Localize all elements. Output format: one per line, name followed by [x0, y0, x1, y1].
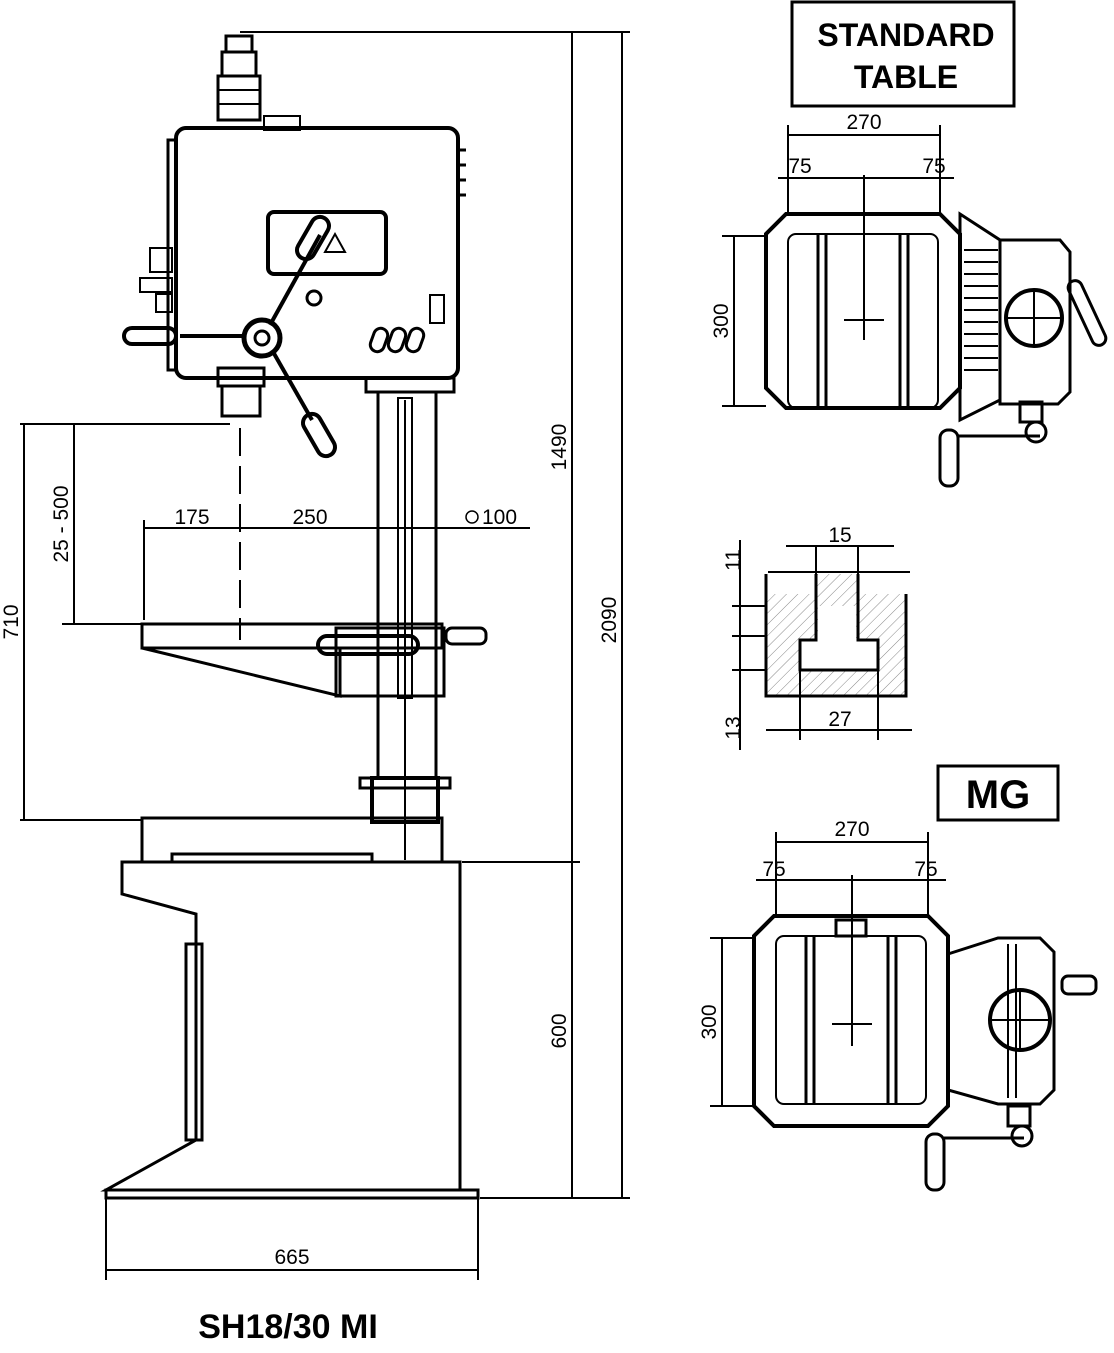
dim-table-travel: 25 - 500	[50, 485, 73, 562]
mg-label-box: MG	[936, 764, 1060, 822]
standard-table-label-line2: TABLE	[854, 59, 958, 95]
mg-label: MG	[966, 773, 1030, 817]
diameter-symbol	[465, 510, 479, 524]
standard-table-plan-view	[764, 175, 1108, 488]
tslot-bottom-width: 27	[828, 708, 851, 731]
mg-table-width: 270	[834, 818, 869, 841]
tslot-top-width: 15	[828, 524, 851, 547]
standard-table-label-box: STANDARD TABLE	[790, 0, 1016, 108]
mg-table-depth: 300	[698, 1004, 721, 1039]
std-slot-right: 75	[922, 155, 945, 178]
std-table-width: 270	[846, 111, 881, 134]
mg-table-dimension-lines	[710, 832, 946, 1107]
standard-table-dimension-lines	[722, 125, 954, 407]
dim-max-spindle-table: 710	[0, 604, 23, 639]
svg-text:100: 100	[482, 506, 517, 529]
dim-column-diameter: 100	[465, 506, 517, 529]
dim-base-height: 600	[548, 1013, 571, 1048]
dim-column-height: 1490	[548, 424, 571, 471]
tslot-section	[732, 540, 912, 750]
mg-table-plan-view	[752, 875, 1098, 1192]
machine-dimension-lines	[20, 31, 630, 1280]
drill-press-side-view	[100, 34, 488, 1200]
mg-slot-left: 75	[762, 858, 785, 881]
dim-throat: 250	[292, 506, 327, 529]
dim-base-width: 665	[274, 1246, 309, 1269]
tslot-top-depth: 11	[722, 549, 745, 571]
tslot-bottom-depth: 13	[722, 716, 745, 739]
model-name: SH18/30 MI	[198, 1308, 378, 1346]
std-slot-left: 75	[788, 155, 811, 178]
standard-table-label-line1: STANDARD	[817, 17, 994, 53]
dim-total-height: 2090	[598, 597, 621, 644]
std-table-depth: 300	[710, 303, 733, 338]
mg-slot-right: 75	[914, 858, 937, 881]
dim-throat-front: 175	[174, 506, 209, 529]
